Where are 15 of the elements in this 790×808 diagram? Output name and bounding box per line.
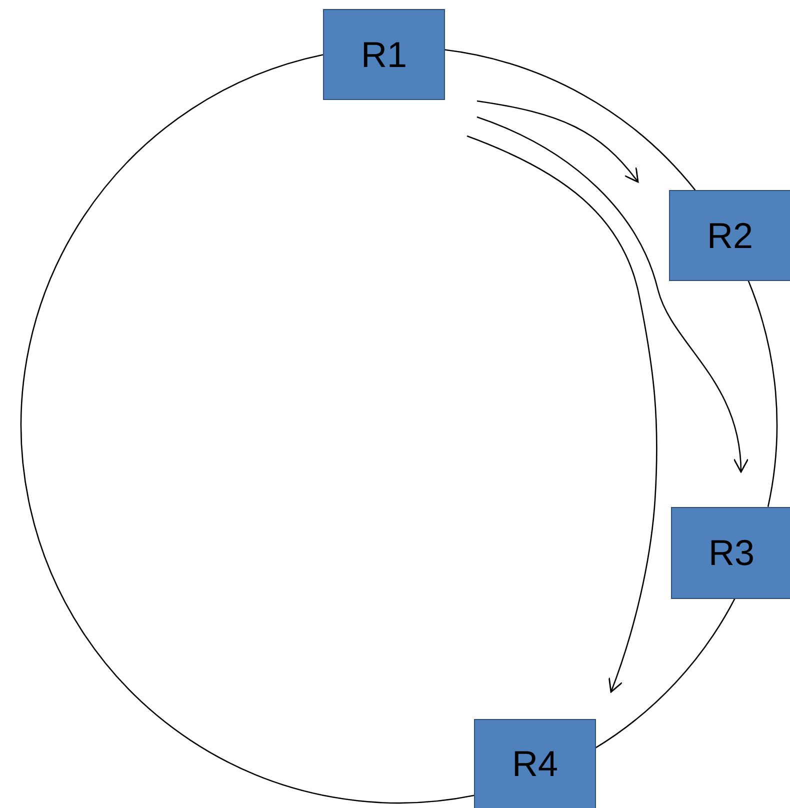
- arrow: [476, 116, 748, 473]
- node-label: R3: [708, 532, 755, 574]
- router-box: [474, 719, 596, 808]
- router-box: [671, 507, 790, 599]
- ring-line: [20, 54, 474, 804]
- node-label: R1: [360, 34, 408, 76]
- node-label: R4: [512, 743, 558, 785]
- arrow: [466, 135, 658, 693]
- ring-line: [444, 49, 696, 191]
- node-label: R2: [706, 214, 754, 256]
- router-box: [669, 190, 790, 281]
- ring-line: [594, 597, 736, 749]
- arrow: [476, 100, 639, 183]
- router-box: [323, 9, 445, 100]
- ring-line: [747, 280, 778, 507]
